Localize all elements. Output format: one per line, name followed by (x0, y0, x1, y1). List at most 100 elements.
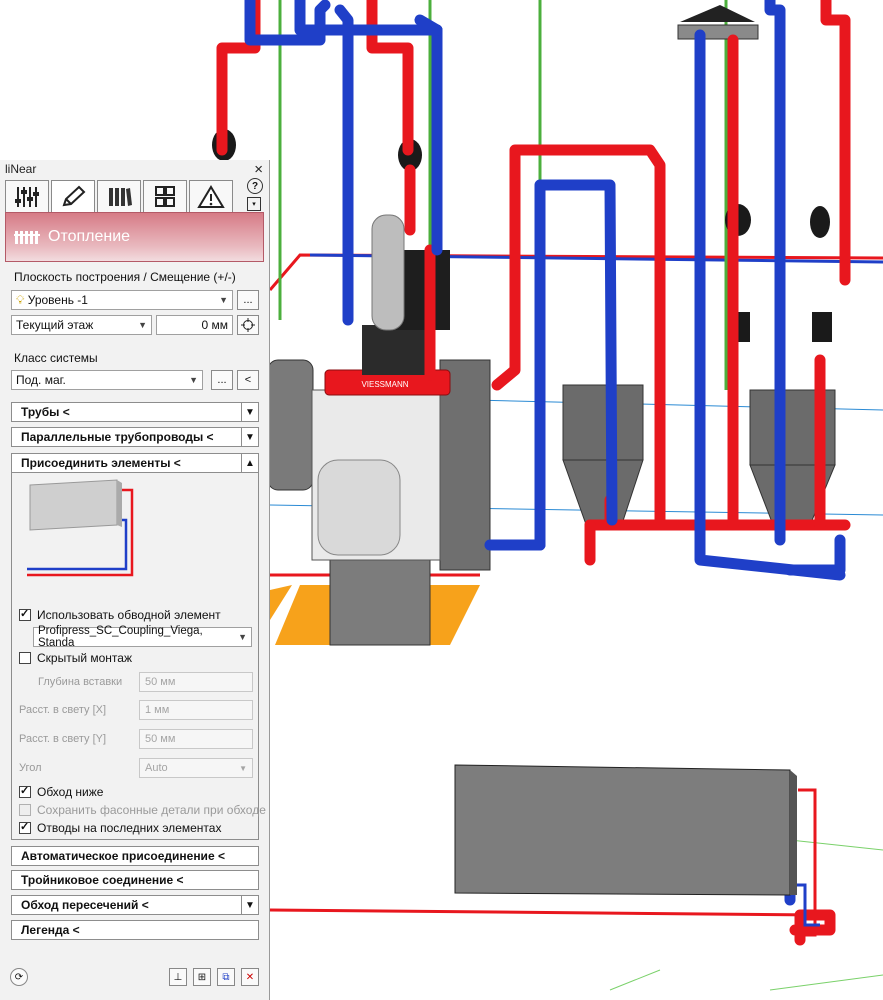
menu-dropdown-icon[interactable]: ▾ (247, 197, 261, 211)
level-value: Уровень -1 (27, 292, 88, 307)
system-value: Под. маг. (16, 373, 66, 387)
layout-icon[interactable]: ⊞ (193, 968, 211, 986)
section-connect[interactable]: Присоединить элементы < ▲ (11, 453, 259, 473)
boiler-door (317, 459, 401, 556)
panel-titlebar: liNear × (0, 160, 269, 178)
chevron-down-icon: ▼ (238, 632, 247, 642)
close-icon[interactable]: × (254, 160, 263, 178)
export-icon[interactable]: ⊥ (169, 968, 187, 986)
section-bypass-label: Обход пересечений < (21, 898, 149, 912)
chevron-up-icon: ▲ (241, 454, 258, 472)
chevron-down-icon: ▼ (241, 403, 258, 421)
angle-row: Угол Auto▼ (0, 757, 270, 779)
chevron-down-icon: ▼ (138, 320, 147, 330)
bends-checkbox[interactable]: Отводы на последних элементах (0, 819, 221, 837)
system-back-button[interactable]: < (237, 370, 259, 390)
chimney-cap (680, 5, 755, 22)
boiler-base (329, 559, 431, 646)
radiator-pipes (797, 788, 820, 937)
checkbox-checked-icon (19, 820, 31, 834)
depth-label: Глубина вставки (38, 676, 123, 688)
bypass-below-checkbox[interactable]: Обход ниже (0, 783, 103, 801)
green-lines (278, 0, 728, 390)
checkbox-checked-icon (19, 784, 31, 798)
toolbar-side: ? ▾ (247, 178, 263, 211)
depth-row: Глубина вставки 50 мм (0, 671, 270, 693)
floor-value: Текущий этаж (16, 318, 94, 332)
grid-icon (155, 185, 175, 207)
connect-preview-image (27, 479, 134, 577)
system-select[interactable]: Под. маг. ▼ (11, 370, 203, 390)
sliders-icon (15, 186, 39, 207)
delete-pipe-icon[interactable]: ✕ (241, 968, 259, 986)
section-legend-label: Легенда < (21, 923, 80, 937)
radiator-icon (14, 231, 40, 244)
tab-settings[interactable] (5, 180, 49, 212)
supply-pipes (216, 0, 851, 946)
pencil-icon (62, 185, 86, 206)
system-label: Класс системы (14, 351, 98, 365)
keep-fittings-checkbox[interactable]: Сохранить фасонные детали при обходе (0, 801, 266, 819)
depth-input[interactable]: 50 мм (139, 672, 253, 692)
linear-panel: liNear × (0, 160, 270, 1000)
refresh-icon[interactable]: ⟳ (10, 968, 28, 986)
checkbox-checked-icon (19, 607, 31, 621)
level-more-button[interactable]: ... (237, 290, 259, 310)
bends-label: Отводы на последних элементах (37, 821, 222, 835)
clear-y-input[interactable]: 50 мм (139, 729, 253, 749)
floor-select[interactable]: Текущий этаж ▼ (11, 315, 152, 335)
section-tee[interactable]: Тройниковое соединение < (11, 870, 259, 890)
radiator (454, 764, 791, 896)
section-connect-label: Присоединить элементы < (21, 456, 181, 470)
angle-select[interactable]: Auto▼ (139, 758, 253, 778)
hidden-mount-checkbox[interactable]: Скрытый монтаж (0, 649, 132, 667)
radiator-side (790, 770, 797, 895)
floor-pad-left (270, 585, 292, 620)
tank-left (267, 359, 314, 491)
offset-input[interactable]: 0 мм (156, 315, 233, 335)
section-pipes-label: Трубы < (21, 405, 70, 419)
hidden-mount-label: Скрытый монтаж (37, 651, 132, 665)
chevron-down-icon: ▼ (239, 763, 247, 773)
boiler-back (439, 359, 491, 571)
toolbar: ? ▾ (0, 178, 269, 212)
section-bypass[interactable]: Обход пересечений <▼ (11, 895, 259, 915)
pumps (212, 129, 832, 342)
section-parallel-label: Параллельные трубопроводы < (21, 430, 214, 444)
target-icon (241, 318, 255, 332)
green-floor-lines (609, 839, 883, 991)
tab-grid[interactable] (143, 180, 187, 212)
section-legend[interactable]: Легенда < (11, 920, 259, 940)
use-bypass-checkbox[interactable]: Использовать обводной элемент (0, 606, 221, 624)
help-icon[interactable]: ? (247, 178, 263, 194)
chevron-down-icon: ▼ (219, 295, 228, 305)
panel-title: liNear (5, 162, 37, 176)
return-pipes (244, 0, 846, 906)
angle-label: Угол (19, 762, 42, 774)
boiler-brand: VIESSMANN (361, 380, 408, 389)
checkbox-empty-icon (19, 652, 31, 664)
section-pipes[interactable]: Трубы < ▼ (11, 402, 259, 422)
header-title: Отопление (48, 228, 131, 245)
tab-library[interactable] (97, 180, 141, 212)
clear-x-input[interactable]: 1 мм (139, 700, 253, 720)
section-header: Отопление (5, 212, 264, 262)
pick-offset-button[interactable] (237, 315, 259, 335)
pipe-tool-icon[interactable]: ⧉ (217, 968, 235, 986)
section-parallel[interactable]: Параллельные трубопроводы <▼ (11, 427, 259, 447)
clear-x-label: Расст. в свету [X] (19, 704, 107, 716)
section-auto-label: Автоматическое присоединение < (21, 849, 225, 863)
tab-warnings[interactable] (189, 180, 233, 212)
section-auto[interactable]: Автоматическое присоединение < (11, 846, 259, 866)
tab-draw[interactable] (51, 180, 95, 212)
coupling-value: Profipress_SC_Coupling_Viega, Standa (38, 625, 203, 649)
system-more-button[interactable]: ... (211, 370, 233, 390)
books-icon (109, 187, 132, 206)
clear-x-row: Расст. в свету [X] 1 мм (0, 699, 270, 721)
burner (362, 325, 432, 375)
bypass-below-label: Обход ниже (37, 785, 104, 799)
coupling-select[interactable]: Profipress_SC_Coupling_Viega, Standa ▼ (33, 625, 252, 649)
section-tee-label: Тройниковое соединение < (21, 873, 184, 887)
level-select[interactable]: 💡︎ Уровень -1 ▼ (11, 290, 233, 310)
